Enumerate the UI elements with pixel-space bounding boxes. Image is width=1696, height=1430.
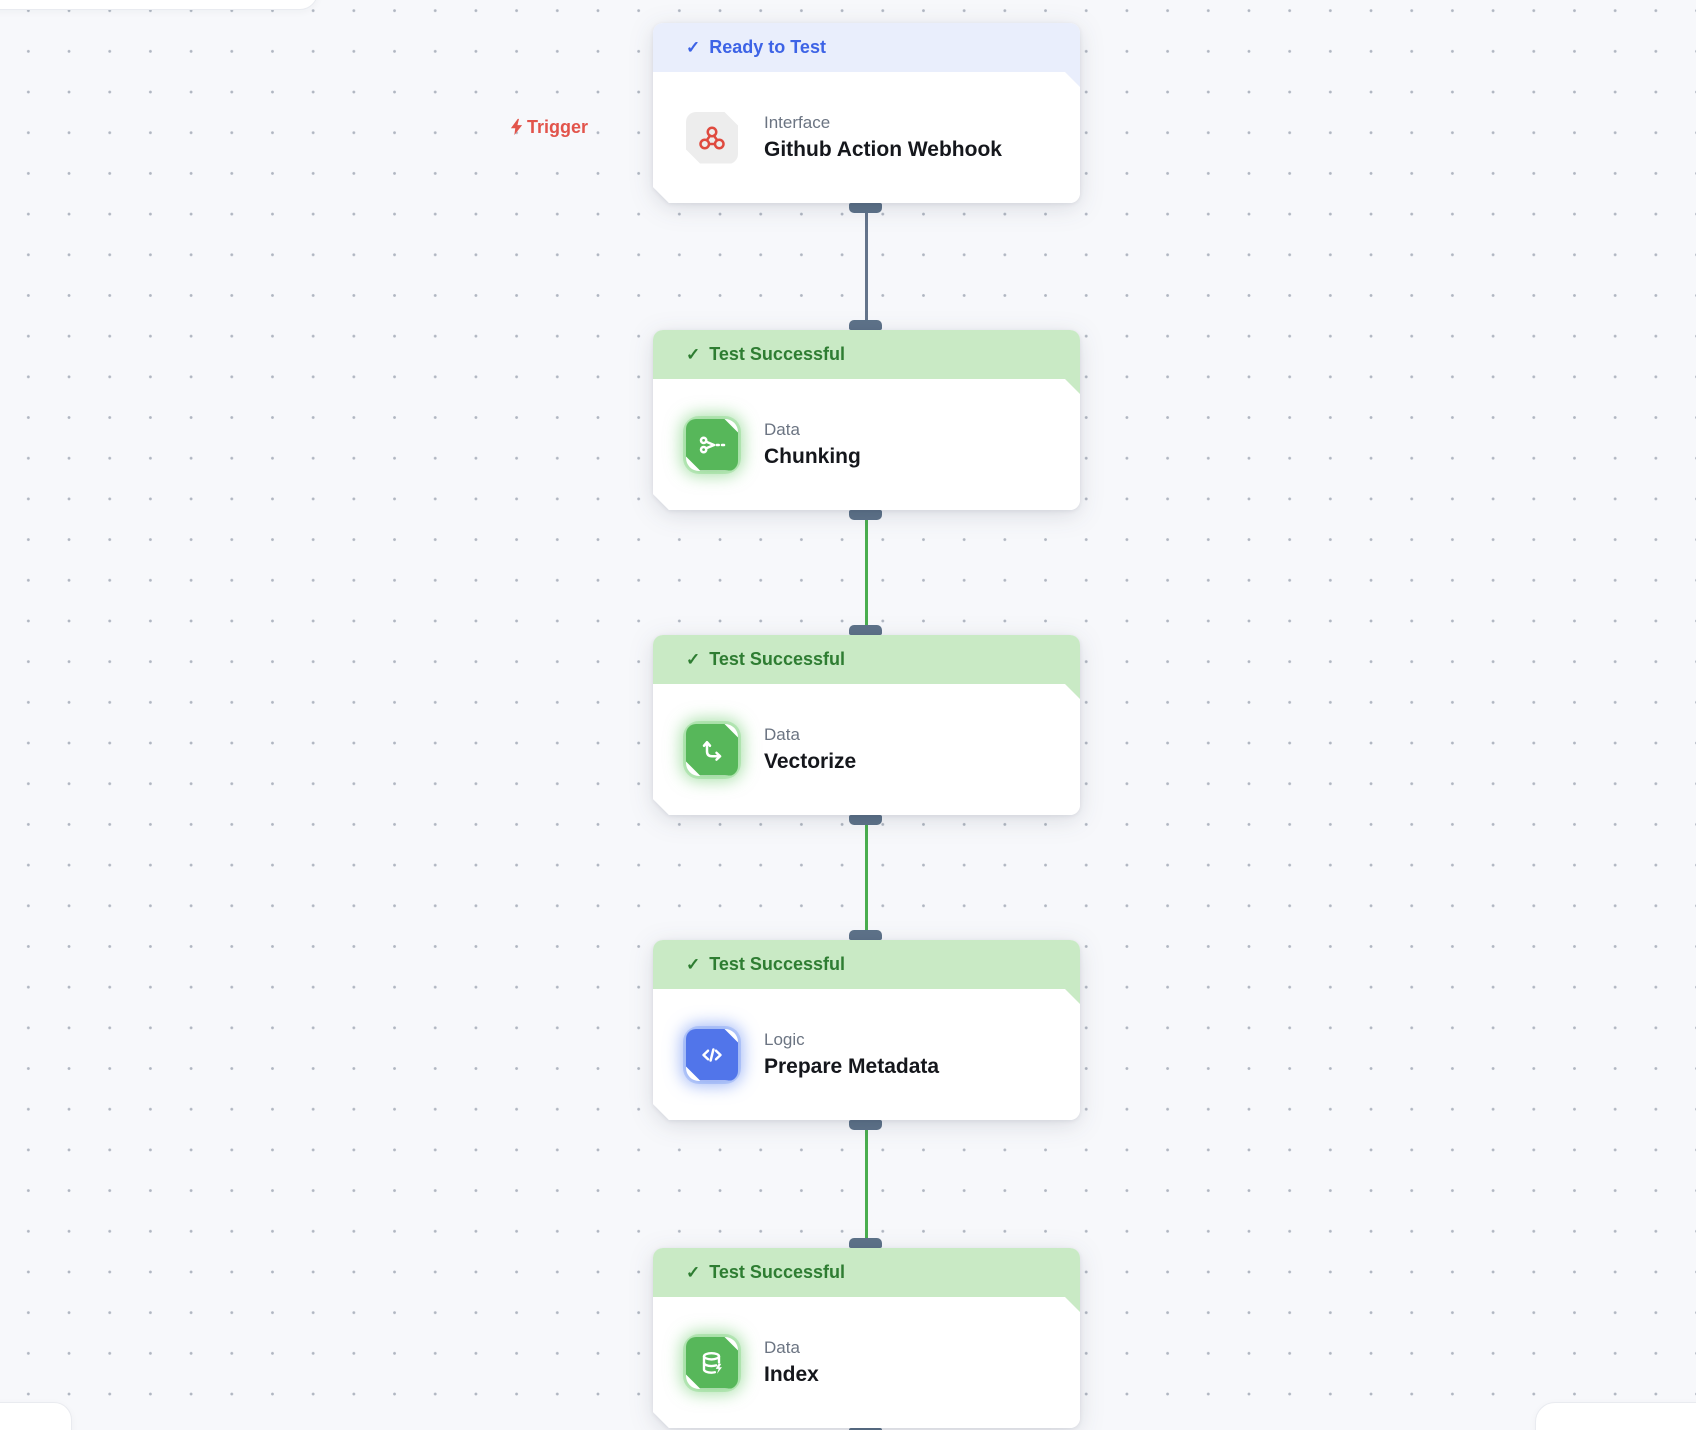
- header-fold: [1065, 379, 1080, 394]
- node-status-text: Test Successful: [709, 954, 845, 974]
- node-category: Logic: [764, 1029, 805, 1049]
- node-status-text: Test Successful: [709, 1262, 845, 1282]
- node-index[interactable]: ✓ Test Successful: [653, 1248, 1080, 1428]
- check-icon: ✓: [686, 649, 701, 669]
- node-title: Vectorize: [764, 749, 857, 773]
- bottom-left-panel-edge: [0, 1402, 72, 1430]
- node-github-action-webhook[interactable]: ✓ Ready to Test Interface: [653, 23, 1080, 203]
- bottom-right-panel-edge: [1535, 1402, 1696, 1430]
- output-handle-index[interactable]: [849, 1428, 882, 1430]
- node-title: Prepare Metadata: [764, 1054, 940, 1078]
- check-icon: ✓: [686, 1262, 701, 1282]
- output-handle-chunking[interactable]: [849, 510, 882, 520]
- check-icon: ✓: [686, 954, 701, 974]
- header-fold: [1065, 684, 1080, 699]
- check-icon: ✓: [686, 37, 701, 57]
- connection-line-chunking-vectorize: [865, 510, 868, 635]
- node-category: Data: [764, 724, 800, 744]
- top-left-panel-edge: [0, 0, 318, 10]
- node-category: Data: [764, 1337, 800, 1357]
- output-handle-vectorize[interactable]: [849, 815, 882, 825]
- node-status-bar[interactable]: ✓ Test Successful: [653, 635, 1080, 684]
- trigger-label-text: Trigger: [527, 116, 589, 137]
- node-title: Chunking: [764, 444, 861, 468]
- node-status-bar[interactable]: ✓ Test Successful: [653, 940, 1080, 989]
- output-handle-webhook[interactable]: [849, 203, 882, 213]
- input-handle-vectorize[interactable]: [849, 625, 882, 635]
- connection-line-vectorize-metadata: [865, 815, 868, 940]
- check-icon: ✓: [686, 344, 701, 364]
- node-status-text: Test Successful: [709, 344, 845, 364]
- connection-line-webhook-chunking: [865, 203, 868, 330]
- node-title: Github Action Webhook: [764, 137, 1002, 161]
- input-handle-index[interactable]: [849, 1238, 882, 1248]
- output-handle-metadata[interactable]: [849, 1120, 882, 1130]
- header-fold: [1065, 989, 1080, 1004]
- node-chunking[interactable]: ✓ Test Successful Data Chunking: [653, 330, 1080, 510]
- lightning-bolt-icon: [510, 118, 523, 136]
- trigger-label: Trigger: [509, 112, 588, 142]
- input-handle-metadata[interactable]: [849, 930, 882, 940]
- connection-line-metadata-index: [865, 1120, 868, 1248]
- node-status-bar[interactable]: ✓ Test Successful: [653, 330, 1080, 379]
- node-prepare-metadata[interactable]: ✓ Test Successful Logic Prepare: [653, 940, 1080, 1120]
- node-title: Index: [764, 1362, 819, 1386]
- code-icon: [686, 1029, 738, 1081]
- vector-arrows-icon: [686, 724, 738, 776]
- node-vectorize[interactable]: ✓ Test Successful Data Vectoriz: [653, 635, 1080, 815]
- node-category: Interface: [764, 112, 831, 132]
- database-bolt-icon: [686, 1337, 738, 1389]
- node-category: Data: [764, 419, 800, 439]
- input-handle-chunking[interactable]: [849, 320, 882, 330]
- webhook-icon: [686, 112, 738, 164]
- scissors-icon: [686, 419, 738, 471]
- header-fold: [1065, 1297, 1080, 1312]
- node-status-text: Ready to Test: [709, 37, 826, 57]
- node-status-bar[interactable]: ✓ Test Successful: [653, 1248, 1080, 1297]
- header-fold: [1065, 72, 1080, 87]
- node-status-bar[interactable]: ✓ Ready to Test: [653, 23, 1080, 72]
- node-status-text: Test Successful: [709, 649, 845, 669]
